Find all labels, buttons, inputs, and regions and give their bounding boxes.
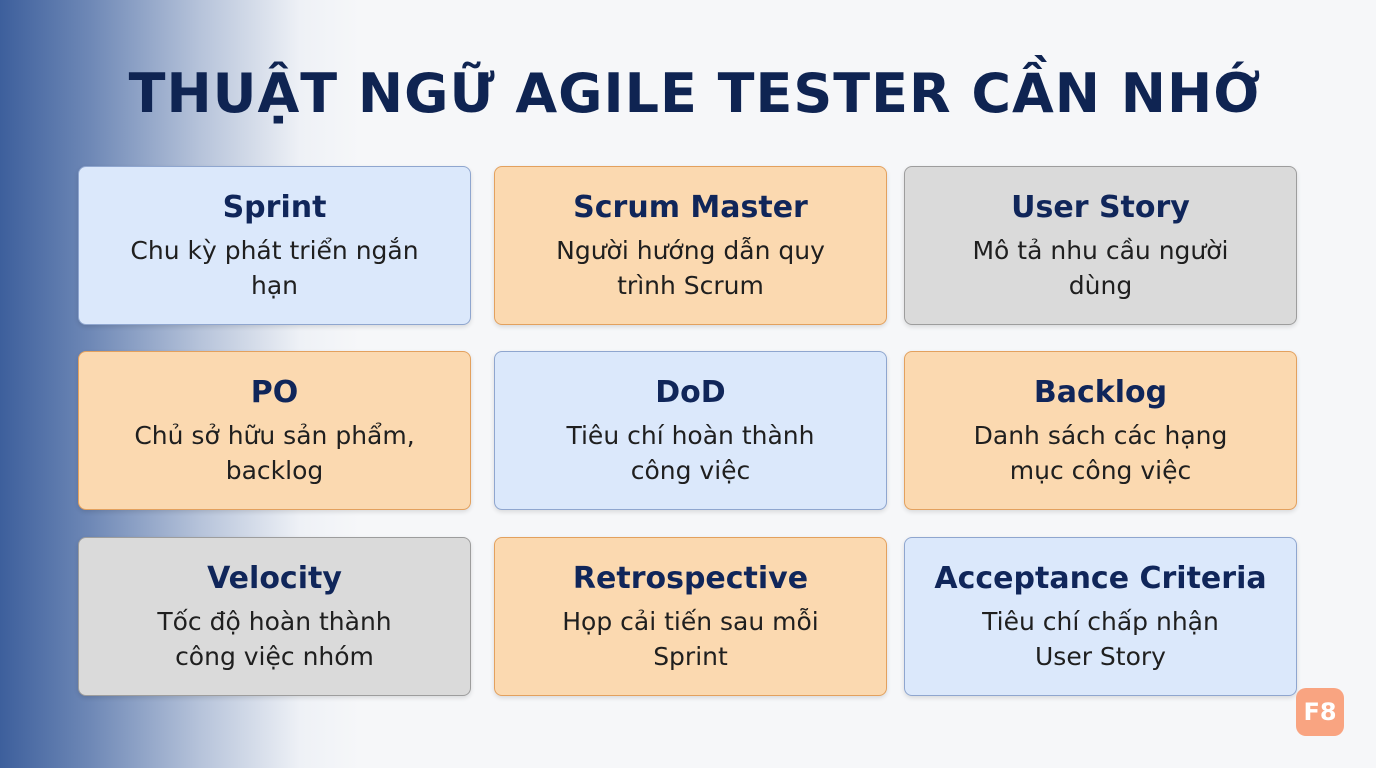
f8-logo: F8	[1296, 688, 1344, 736]
card-term: Backlog	[1033, 375, 1168, 410]
card-retrospective: Retrospective Họp cải tiến sau mỗi Sprin…	[494, 537, 887, 696]
card-description: Người hướng dẫn quy trình Scrum	[556, 236, 825, 300]
card-term: Acceptance Criteria	[934, 561, 1267, 596]
card-dod: DoD Tiêu chí hoàn thành công việc	[494, 351, 887, 510]
card-description: Danh sách các hạng mục công việc	[973, 421, 1228, 485]
card-backlog: Backlog Danh sách các hạng mục công việc	[904, 351, 1297, 510]
card-term: DoD	[655, 375, 726, 410]
card-description: Tiêu chí chấp nhận User Story	[982, 607, 1219, 671]
card-description: Tốc độ hoàn thành công việc nhóm	[157, 607, 392, 671]
card-description: Chủ sở hữu sản phẩm, backlog	[134, 421, 415, 485]
terms-grid: Sprint Chu kỳ phát triển ngắn hạn Scrum …	[78, 166, 1300, 696]
card-sprint: Sprint Chu kỳ phát triển ngắn hạn	[78, 166, 471, 325]
card-po: PO Chủ sở hữu sản phẩm, backlog	[78, 351, 471, 510]
card-acceptance-criteria: Acceptance Criteria Tiêu chí chấp nhận U…	[904, 537, 1297, 696]
card-term: Scrum Master	[573, 190, 808, 225]
card-term: Velocity	[207, 561, 342, 596]
card-term: Sprint	[222, 190, 327, 225]
card-term: Retrospective	[572, 561, 809, 596]
card-scrum-master: Scrum Master Người hướng dẫn quy trình S…	[494, 166, 887, 325]
card-description: Tiêu chí hoàn thành công việc	[566, 421, 815, 485]
page-title: THUẬT NGỮ AGILE TESTER CẦN NHỚ	[128, 62, 1262, 125]
card-description: Mô tả nhu cầu người dùng	[972, 236, 1229, 300]
card-velocity: Velocity Tốc độ hoàn thành công việc nhó…	[78, 537, 471, 696]
card-description: Chu kỳ phát triển ngắn hạn	[130, 236, 419, 300]
card-term: PO	[250, 375, 299, 410]
card-user-story: User Story Mô tả nhu cầu người dùng	[904, 166, 1297, 325]
card-description: Họp cải tiến sau mỗi Sprint	[562, 607, 819, 671]
card-term: User Story	[1011, 190, 1190, 225]
